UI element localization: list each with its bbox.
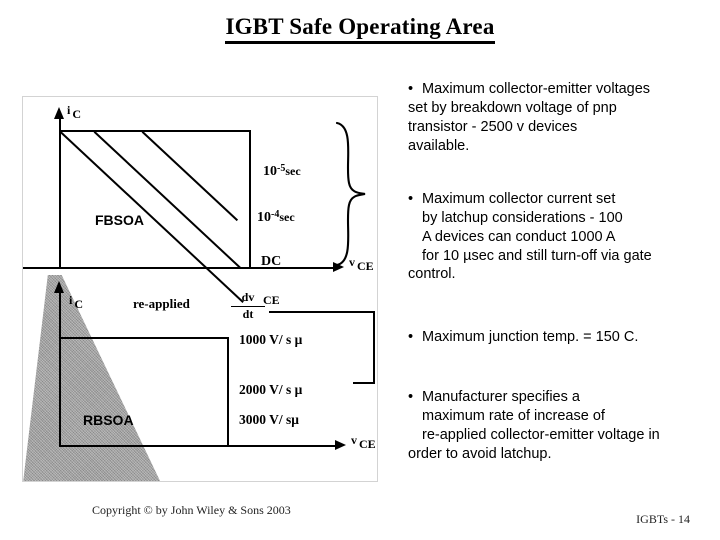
- bullet-line: available.: [408, 137, 470, 154]
- fbsoa-curve-10e-5: [141, 131, 239, 222]
- page-title-text: IGBT Safe Operating Area: [225, 14, 495, 44]
- bullet-item-1: • Maximum collector-emitter voltages set…: [408, 80, 708, 155]
- dvdt-denominator: dt: [242, 306, 254, 321]
- bullet-line: for 10 µsec and still turn-off via gate: [422, 247, 652, 264]
- rbsoa-top-boundary: [59, 337, 229, 339]
- fbsoa-curve-label-dc: DC: [261, 254, 282, 269]
- bullet-line: re-applied collector-emitter voltage in: [422, 426, 660, 443]
- fbsoa-x-axis: [23, 267, 335, 269]
- rbsoa-rate-label-1000: 1000 V/ s μ: [239, 332, 303, 347]
- rbsoa-x-axis: [59, 445, 337, 447]
- bullet-line: set by breakdown voltage of pnp: [408, 99, 617, 116]
- bullet-item-2: • Maximum collector current set by latch…: [408, 190, 708, 284]
- bullet-line: Manufacturer specifies a: [422, 389, 580, 405]
- bullet-line: Maximum junction temp. = 150 C.: [422, 329, 639, 345]
- rbsoa-x-axis-arrowhead: [335, 440, 346, 450]
- bullet-line: by latchup considerations - 100: [422, 209, 623, 226]
- fbsoa-top-boundary: [59, 130, 251, 132]
- fbsoa-curve-dc: [59, 131, 244, 303]
- fbsoa-y-axis-arrowhead: [54, 107, 64, 119]
- page-title: IGBT Safe Operating Area: [0, 14, 720, 44]
- bullet-item-4: • Manufacturer specifies a maximum rate …: [408, 388, 708, 463]
- footer-page-number: IGBTs - 14: [636, 512, 690, 526]
- fbsoa-curve-label-10e-5: 10-5sec: [263, 163, 301, 179]
- bullet-marker: •: [408, 191, 414, 207]
- fbsoa-region-label: FBSOA: [95, 212, 144, 228]
- rbsoa-leader-line-top: [269, 311, 375, 313]
- fbsoa-x-axis-arrowhead: [333, 262, 344, 272]
- rbsoa-y-axis-arrowhead: [54, 281, 64, 293]
- rbsoa-rate-label-2000: 2000 V/ s μ: [239, 382, 303, 397]
- fbsoa-y-axis: [59, 119, 61, 269]
- fbsoa-right-boundary: [249, 130, 251, 269]
- bullet-line: A devices can conduct 1000 A: [422, 228, 616, 245]
- rbsoa-dvdt-fraction: dv dt: [231, 290, 265, 322]
- rbsoa-reapplied-label: re-applied: [133, 296, 190, 311]
- bullet-line: transistor - 2500 v devices: [408, 118, 578, 135]
- bullet-marker: •: [408, 329, 414, 345]
- bullet-marker: •: [408, 81, 414, 97]
- rbsoa-y-axis: [59, 293, 61, 445]
- bullet-marker: •: [408, 389, 414, 405]
- dvdt-numerator: dv: [231, 290, 265, 307]
- dvdt-numerator-subscript: CE: [263, 293, 280, 307]
- bullet-line: Maximum collector-emitter voltages: [422, 81, 651, 97]
- rbsoa-leader-line-bottom: [353, 382, 375, 384]
- bullet-line: Maximum collector current set: [422, 191, 616, 207]
- rbsoa-region-label: RBSOA: [83, 412, 134, 428]
- bullet-line: maximum rate of increase of: [422, 407, 605, 424]
- fbsoa-curve-10e-4: [93, 131, 242, 269]
- footer-copyright: Copyright © by John Wiley & Sons 2003: [92, 503, 291, 517]
- rbsoa-right-boundary: [227, 337, 229, 447]
- rbsoa-rate-label-3000: 3000 V/ sμ: [239, 412, 299, 427]
- rbsoa-leader-line-right: [373, 311, 375, 383]
- fbsoa-curve-label-10e-4: 10-4sec: [257, 209, 295, 225]
- bullet-item-3: • Maximum junction temp. = 150 C.: [408, 328, 708, 347]
- bullet-line: order to avoid latchup.: [408, 445, 552, 462]
- rbsoa-curly-brace-icon: [335, 121, 366, 267]
- bullet-line: control.: [408, 266, 456, 283]
